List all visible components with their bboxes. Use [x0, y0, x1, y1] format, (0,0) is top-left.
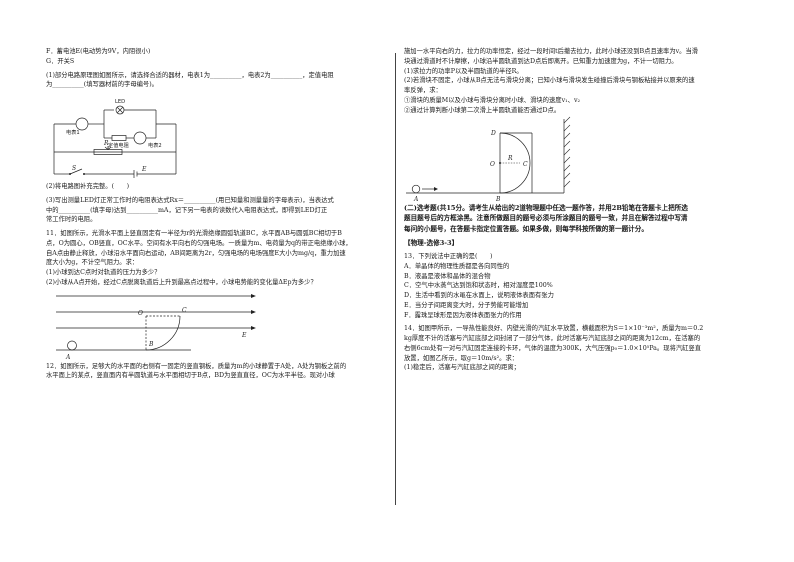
- q13-option: B．液晶是液体和晶体的混合物: [404, 272, 491, 280]
- point-a-label: A: [413, 196, 419, 203]
- q12-line: 块通过滑道时不计摩擦，小球沿半圆轨道到达D点后即离开。已知重力加速度为g，不计一…: [404, 57, 678, 65]
- q12-line: 施加一水平向右的力，拉力的功率恒定，经过一段时间t后撤去拉力，此时小球还没到B点…: [404, 48, 699, 55]
- q13-option: A．单晶体的物理性质都是各向同性的: [404, 262, 510, 270]
- q13-option: D．生活中看到的水黾在水面上，说明液体表面有张力: [404, 292, 554, 300]
- field-e-label: E: [241, 332, 247, 339]
- q11-line: 11．如图所示，光滑水平面上竖直固定有一半径为r的光滑绝缘圆弧轨道BC，水平面A…: [46, 230, 342, 237]
- q6-line: (1)部分电路原理图如图所示，请选择合适的器材，电表1为__________，电…: [46, 71, 334, 79]
- q6-line: 常工作时的电阻。: [46, 216, 97, 224]
- q13-option: C．空气中水蒸气达到饱和状态时，相对湿度是100%: [404, 282, 553, 290]
- point-o-label: O: [490, 161, 495, 168]
- optional-section-line: (二)选考题(共15分。请考生从给出的2道物理题中任选一题作答，并用2B铅笔在答…: [404, 204, 688, 213]
- q12-line: 12．如图所示，足够大的水平面的右侧有一固定的竖直钢板，质量为m的小球静置于A处…: [46, 362, 347, 370]
- switch-label: S: [72, 165, 76, 172]
- left-column: F．蓄电池E(电动势为9V，内阻很小) G．开关S (1)部分电路原理图如图所示…: [46, 47, 386, 381]
- q12-figure: D O R C A B: [404, 115, 754, 203]
- q6-line: 为__________(填写器材前的字母编号)。: [46, 81, 158, 89]
- q6-line: (3)写出测量LED灯正常工作时的电阻表达式Rx＝__________(用已知量…: [46, 196, 334, 204]
- q12-line: ②通过计算判断小球第二次滑上半圆轨道能否通过D点。: [404, 106, 561, 114]
- battery-label: E: [141, 166, 147, 173]
- q12-line: (1)求拉力的功率P以及半圆轨道的半径R。: [404, 67, 523, 75]
- resistor-label: 定值电阻: [108, 141, 129, 149]
- optional-section-line: 题目题号后的方框涂黑。注意所做题目的题号必须与所涂题目的题号一致，并且在解答过程…: [404, 214, 688, 223]
- column-divider: [395, 53, 396, 505]
- q13-option: E．当分子间距离变大时，分子势能可能增加: [404, 301, 529, 309]
- point-b-label: B: [148, 341, 154, 348]
- led-label: LED: [115, 99, 125, 105]
- q6-line: F．蓄电池E(电动势为9V，内阻很小): [46, 48, 151, 55]
- q6-line: 中的__________(填字母)达到__________mA，记下另一电表的读…: [46, 206, 328, 214]
- q13-line: 13．下列说法中正确的是( ): [404, 253, 493, 261]
- q11-line: (1)小球到达C点时对轨道的压力为多少？: [46, 269, 161, 276]
- q11-line: 度大小为g，不计空气阻力。求：: [46, 259, 139, 267]
- q12-line: 率反弹，求：: [404, 87, 442, 94]
- q11-figure: O C E B A: [46, 288, 386, 362]
- q14-line: kg厚度不计的活塞与汽缸底部之间封闭了一部分气体，此时活塞与汽缸底部之间的距离为…: [404, 335, 701, 343]
- radius-r-label: R: [507, 155, 513, 162]
- q12-line: ①滑块的质量M以及小球与滑块分离时小球、滑块的速度v₁、v₂: [404, 96, 581, 104]
- q12-line: (2)若滑块不固定，小球从B点无法与滑块分离；已知小球与滑块发生碰撞后滑块与钢板…: [404, 77, 695, 85]
- point-c-label: C: [523, 161, 528, 168]
- q14-line: 放置，如图乙所示，取g＝10m/s²。求：: [404, 354, 519, 362]
- q11-line: (2)小球从A点开始，经过C点脱离轨道后上升到最高点过程中，小球电势能的变化量Δ…: [46, 278, 317, 286]
- q14-line: 右侧6cm处有一对与汽缸固定连接的卡环，气体的温度为300K，大气压强p₀＝1.…: [404, 344, 702, 352]
- q14-line: (1)稳定后，活塞与汽缸底部之间的距离；: [404, 364, 520, 372]
- meter1-label: 电表1: [66, 128, 80, 136]
- q11-line: 自A点由静止释放，小球沿水平面向右运动，AB间距离为2r，匀强电场的电场强度E大…: [46, 249, 346, 257]
- point-o-label: O: [138, 310, 143, 317]
- optional-section-line: 每问的小题号，在答题卡指定位置答题。如果多做，则每学科按所做的第一题计分。: [404, 224, 648, 233]
- point-c-label: C: [182, 307, 187, 314]
- q12-line: 水平面上的某点，竖直面内有半圆轨道与水平面相切于B点，BD为竖直直径，OC为水平…: [46, 372, 335, 380]
- right-column: 施加一水平向右的力，拉力的功率恒定，经过一段时间t后撤去拉力，此时小球还没到B点…: [404, 47, 754, 373]
- q13-option: F．露珠呈球形是因为液体表面张力的作用: [404, 311, 522, 319]
- point-d-label: D: [490, 130, 496, 137]
- q11-line: 点，O为圆心，OB竖直，OC水平。空间有水平向右的匀强电场。一质量为m、电荷量为…: [46, 239, 352, 247]
- point-b-label: B: [495, 196, 501, 203]
- exam-page: F．蓄电池E(电动势为9V，内阻很小) G．开关S (1)部分电路原理图如图所示…: [38, 47, 764, 517]
- q14-line: 14．如图甲所示，一导热性能良好、内壁光滑的汽缸水平放置，横截面积为S＝1×10…: [404, 325, 704, 333]
- q6-line: G．开关S: [46, 57, 75, 65]
- rheostat-label: R: [103, 140, 109, 147]
- point-a-label: A: [65, 354, 71, 361]
- q6-line: (2)将电路图补充完整。( ): [46, 183, 130, 190]
- meter2-label: 电表2: [148, 141, 162, 149]
- circuit-diagram: LED 电表1 定值电阻 电表2 R S E: [46, 90, 386, 178]
- elective-title: 【物理-选修3-3】: [404, 238, 459, 247]
